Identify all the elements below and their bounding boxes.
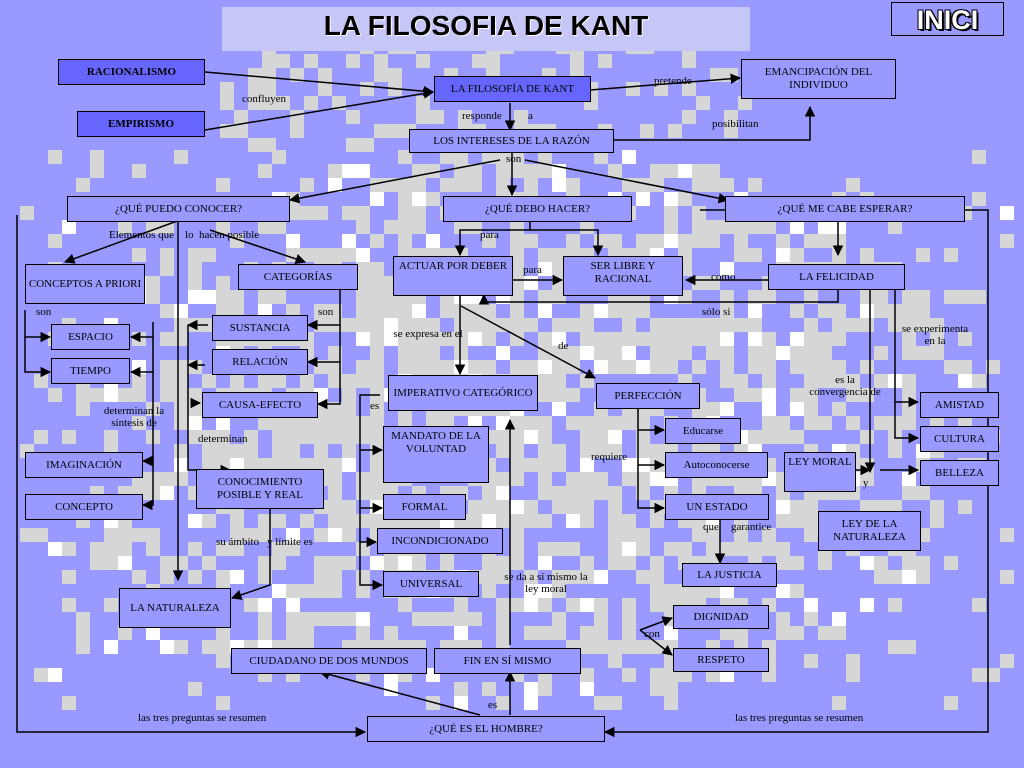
node-autoconocerse: Autoconocerse [665, 452, 768, 478]
label-se-da-ley-moral: se da a sí mismo la ley moral [504, 571, 588, 595]
label-resumen-izq: las tres preguntas se resumen [138, 712, 267, 724]
node-sustancia: SUSTANCIA [212, 315, 308, 341]
node-empirismo: EMPIRISMO [77, 111, 205, 137]
label-para-debo: para [480, 229, 499, 241]
node-ciudadano-dos-mundos: CIUDADANO DE DOS MUNDOS [231, 648, 427, 674]
label-solo-si: sólo si [702, 306, 731, 318]
node-concepto: CONCEPTO [25, 494, 143, 520]
node-ser-libre-racional: SER LIBRE Y RACIONAL [563, 256, 683, 296]
label-para-actuar: para [523, 264, 542, 276]
home-button[interactable]: INICI [891, 2, 1004, 36]
node-universal: UNIVERSAL [383, 571, 479, 597]
node-conocimiento-posible-real: CONOCIMIENTO POSIBLE Y REAL [196, 469, 324, 509]
label-responde: responde [462, 110, 502, 122]
label-lo: lo [185, 229, 194, 241]
node-incondicionado: INCONDICIONADO [377, 528, 503, 554]
label-su-ambito: su ámbito [216, 536, 260, 548]
label-son-intereses: son [506, 153, 522, 165]
label-confluyen: confluyen [242, 93, 286, 105]
node-tiempo: TIEMPO [51, 358, 130, 384]
label-y-limite-es: y límite es [267, 536, 313, 548]
node-imperativo-categorico: IMPERATIVO CATEGÓRICO [388, 375, 538, 411]
label-es-imperativo: es [370, 400, 380, 412]
node-racionalismo: RACIONALISMO [58, 59, 205, 85]
node-fin-en-si-mismo: FIN EN SÍ MISMO [434, 648, 581, 674]
label-hacen-posible: hacen posible [199, 229, 260, 241]
node-la-felicidad: LA FELICIDAD [768, 264, 905, 290]
label-posibilitan: posibilitan [712, 118, 759, 130]
node-intereses-razon: LOS INTERESES DE LA RAZÓN [409, 129, 614, 153]
label-es-la-convergencia-de: es la convergencia de [809, 374, 881, 398]
label-determinan-sintesis: determinan la síntesis de [103, 405, 165, 429]
node-la-naturaleza: LA NATURALEZA [119, 588, 231, 628]
node-que-debo-hacer: ¿QUÉ DEBO HACER? [443, 196, 632, 222]
label-con: con [644, 628, 660, 640]
node-causa-efecto: CAUSA-EFECTO [202, 392, 318, 418]
label-son-conceptos: son [36, 306, 52, 318]
label-pretende: pretende [654, 75, 692, 87]
node-ley-naturaleza: LEY DE LA NATURALEZA [818, 511, 921, 551]
label-que: que [703, 521, 719, 533]
label-elementos-que: Elementos que [109, 229, 175, 241]
label-como: como [711, 271, 736, 283]
node-amistad: AMISTAD [920, 392, 999, 418]
node-categorias: CATEGORÍAS [238, 264, 358, 290]
node-formal: FORMAL [383, 494, 466, 520]
node-cultura: CULTURA [920, 426, 999, 452]
label-son-categorias: son [318, 306, 334, 318]
node-un-estado: UN ESTADO [665, 494, 769, 520]
page-title: LA FILOSOFIA DE KANT [323, 10, 649, 41]
node-la-justicia: LA JUSTICIA [682, 563, 777, 587]
node-dignidad: DIGNIDAD [673, 605, 769, 629]
node-que-es-el-hombre: ¿QUÉ ES EL HOMBRE? [367, 716, 605, 742]
node-ley-moral: LEY MORAL [784, 452, 856, 492]
node-respeto: RESPETO [673, 648, 769, 672]
node-espacio: ESPACIO [51, 324, 130, 350]
node-que-puedo-conocer: ¿QUÉ PUEDO CONOCER? [67, 196, 290, 222]
label-garantice: garantice [731, 521, 772, 533]
node-actuar-por-deber: ACTUAR POR DEBER [393, 256, 513, 296]
node-que-me-cabe-esperar: ¿QUÉ ME CABE ESPERAR? [725, 196, 965, 222]
node-filosofia-kant: LA FILOSOFÍA DE KANT [434, 76, 591, 102]
node-imaginacion: IMAGINACIÓN [25, 452, 143, 478]
label-a: a [528, 110, 533, 122]
label-es-hombre: es [488, 699, 498, 711]
node-educarse: Educarse [665, 418, 741, 444]
node-belleza: BELLEZA [920, 460, 999, 486]
node-emancipacion: EMANCIPACIÓN DEL INDIVIDUO [741, 59, 896, 99]
label-y: y [863, 477, 869, 489]
label-se-experimenta-en-la: se experimenta en la [901, 323, 969, 347]
node-conceptos-a-priori: CONCEPTOS A PRIORI [25, 264, 145, 304]
label-se-expresa-en-el: se expresa en el [393, 328, 463, 340]
label-de: de [558, 340, 569, 352]
label-determinan: determinan [198, 433, 248, 445]
title-band [222, 7, 750, 51]
node-mandato-voluntad: MANDATO DE LA VOLUNTAD [383, 426, 489, 483]
node-perfeccion: PERFECCIÓN [596, 383, 700, 409]
label-requiere: requiere [591, 451, 628, 463]
label-resumen-der: las tres preguntas se resumen [735, 712, 864, 724]
node-relacion: RELACIÓN [212, 349, 308, 375]
